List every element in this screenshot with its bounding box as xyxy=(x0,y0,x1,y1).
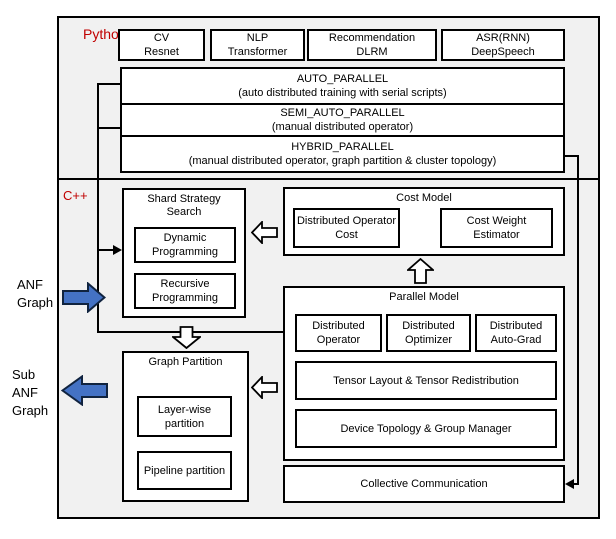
model-box-cv: CV Resnet xyxy=(118,29,205,61)
flow-arrow-parallel-to-cost-icon xyxy=(407,258,434,284)
device-topology-box: Device Topology & Group Manager xyxy=(295,409,557,448)
connector-auto-stub xyxy=(99,83,120,85)
connector-semi-stub xyxy=(99,127,120,129)
connector-shard-arrow-line xyxy=(99,249,115,251)
connector-shard-arrowhead xyxy=(113,245,122,255)
parallel-model-title: Parallel Model xyxy=(389,291,459,303)
sub-anf-graph-label: Sub ANF Graph xyxy=(12,367,49,418)
model-box-asr: ASR(RNN) DeepSpeech xyxy=(441,29,565,61)
connector-hybrid-stub xyxy=(565,155,579,157)
connector-collective-line xyxy=(572,483,579,485)
graph-partition-title: Graph Partition xyxy=(148,356,223,368)
model-box-recommendation: Recommendation DLRM xyxy=(307,29,437,61)
anf-graph-label: ANF Graph xyxy=(17,277,54,310)
distributed-optimizer-box: Distributed Optimizer xyxy=(386,314,471,352)
connector-collective-arrowhead xyxy=(565,479,574,489)
mode-hybrid-parallel-desc: (manual distributed operator, graph part… xyxy=(188,155,497,167)
connector-right-vertical xyxy=(577,155,579,485)
mode-hybrid-parallel-title: HYBRID_PARALLEL xyxy=(291,141,394,153)
dynamic-programming-box: Dynamic Programming xyxy=(134,227,236,263)
anf-input-arrow-icon xyxy=(62,282,106,313)
flow-arrow-cost-to-shard-icon xyxy=(251,221,278,244)
mode-semi-auto-parallel-desc: (manual distributed operator) xyxy=(271,121,414,133)
cost-weight-estimator-box: Cost Weight Estimator xyxy=(440,208,553,248)
section-divider xyxy=(57,178,600,180)
layer-wise-partition-box: Layer-wise partition xyxy=(137,396,232,437)
pipeline-partition-box: Pipeline partition xyxy=(137,451,232,490)
sub-anf-output-arrow-icon xyxy=(61,375,108,406)
cpp-section-label: C++ xyxy=(63,188,88,203)
mode-hybrid-parallel: HYBRID_PARALLEL (manual distributed oper… xyxy=(120,135,565,173)
distributed-operator-cost-box: Distributed Operator Cost xyxy=(293,208,400,248)
python-section-label: Python xyxy=(83,26,127,42)
flow-arrow-to-graph-partition-icon xyxy=(172,326,201,349)
mode-semi-auto-parallel-title: SEMI_AUTO_PARALLEL xyxy=(280,107,405,119)
mode-auto-parallel-title: AUTO_PARALLEL xyxy=(296,73,389,85)
recursive-programming-box: Recursive Programming xyxy=(134,273,236,309)
distributed-operator-box: Distributed Operator xyxy=(295,314,382,352)
flow-arrow-parallel-to-graph-icon xyxy=(251,376,278,399)
collective-communication-box: Collective Communication xyxy=(283,465,565,503)
mode-auto-parallel-desc: (auto distributed training with serial s… xyxy=(238,87,447,99)
mode-auto-parallel: AUTO_PARALLEL (auto distributed training… xyxy=(120,67,565,105)
connector-left-vertical xyxy=(97,83,99,333)
cost-model-title: Cost Model xyxy=(396,192,452,204)
tensor-layout-box: Tensor Layout & Tensor Redistribution xyxy=(295,361,557,400)
model-box-nlp: NLP Transformer xyxy=(210,29,305,61)
distributed-auto-grad-box: Distributed Auto-Grad xyxy=(475,314,557,352)
shard-strategy-title: Shard Strategy Search xyxy=(147,193,221,218)
mode-semi-auto-parallel: SEMI_AUTO_PARALLEL (manual distributed o… xyxy=(120,103,565,137)
